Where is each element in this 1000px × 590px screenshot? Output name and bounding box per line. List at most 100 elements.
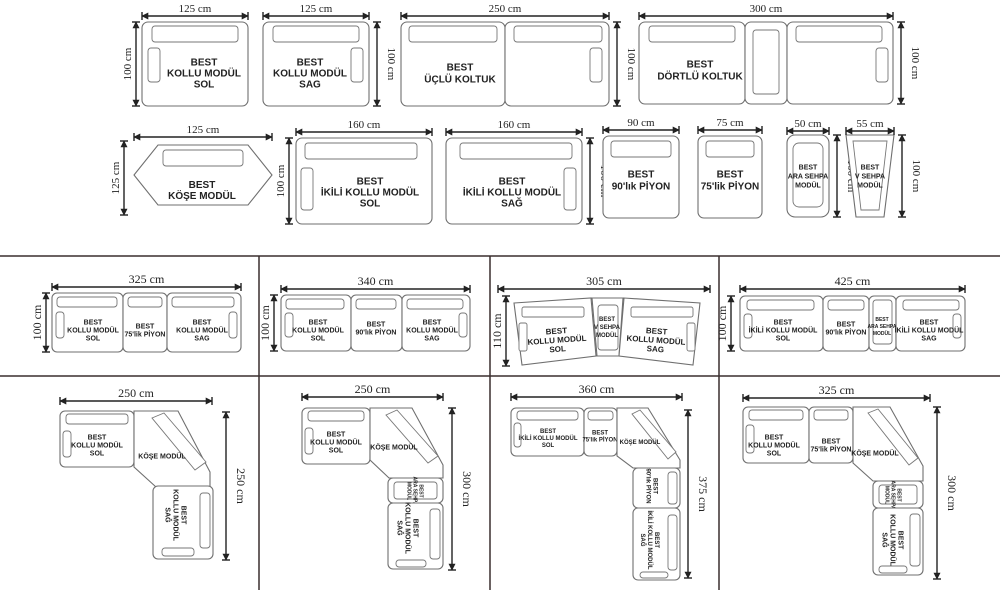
arm-cushion: [161, 547, 195, 557]
dim-c5-width-label: 250 cm: [118, 386, 154, 400]
back-cushion: [285, 298, 345, 310]
sehpa-top: [792, 142, 824, 208]
c4-part-line: BEST: [774, 319, 793, 326]
back-cushion: [171, 296, 235, 308]
dim-c6-height-label: 300 cm: [460, 471, 474, 507]
dim-ara-sehpa-width-label: 50 cm: [794, 118, 822, 130]
arm-cushion: [300, 167, 314, 211]
c4-part-line: İKİLİ KOLLU MODÜL: [895, 325, 965, 334]
arm-cushion: [62, 430, 72, 458]
ara-sehpa-label-line: ARA SEHPA: [788, 173, 828, 180]
dim-kollu-sag-width: 125 cm: [262, 3, 370, 20]
arm-cushion: [639, 571, 669, 579]
dim-kose-depth-label: 125 cm: [110, 161, 122, 194]
c2-part-line: 90'lık PİYON: [356, 328, 397, 336]
c2-part-line: SAG: [424, 335, 440, 342]
c5-part-line: KOLLU MODÜL: [172, 489, 181, 541]
arm-cushion: [284, 312, 294, 338]
ikili-sag-label-line: İKİLİ KOLLU MODÜL: [463, 186, 561, 199]
dim-v-sehpa-width: 55 cm: [845, 118, 895, 135]
arm-cushion: [875, 47, 889, 83]
c6-part-line: ARA SEHPA: [411, 477, 417, 506]
back-cushion: [610, 140, 672, 158]
v-sehpa-top: [852, 140, 888, 211]
c1-part-line: 75'lik PİYON: [125, 330, 166, 338]
dim-c6-width: 250 cm: [301, 382, 444, 401]
c1-part-line: SAG: [194, 335, 210, 342]
arm-cushion: [589, 47, 603, 83]
c1-part-line: KOLLU MODÜL: [176, 325, 228, 334]
arm-cushion: [350, 47, 364, 83]
ara-sehpa-label-line: MODÜL: [795, 180, 821, 189]
c8-part-line: BEST: [895, 488, 901, 501]
c3-part-line: BEST: [545, 326, 567, 336]
c6-part-line: BEST: [327, 431, 346, 438]
dim-kollu-sag-depth-label: 100 cm: [385, 48, 397, 81]
kollu-sol-label-line: BEST: [191, 58, 218, 69]
dim-c3-width: 305 cm: [497, 274, 711, 293]
dim-c7-width: 360 cm: [510, 382, 683, 401]
c2-part-line: BEST: [423, 319, 442, 326]
c8-kose-module: [852, 406, 924, 482]
ikili-sol-label-line: İKİLİ KOLLU MODÜL: [321, 186, 419, 199]
c4-part-line: 90'lık PİYON: [826, 328, 867, 336]
c8-part-line: KOLLU MODÜL: [748, 440, 800, 449]
dim-kollu-sol-width: 125 cm: [141, 3, 249, 20]
dim-ikili-sol-depth: 100 cm: [275, 137, 293, 225]
c8-part-line: ARA SEHPA: [889, 481, 895, 510]
c6-kose-module: [369, 407, 444, 479]
dim-uclu-depth: 100 cm: [613, 21, 637, 107]
c8-part-line: BEST: [765, 434, 784, 441]
piyon90-label-line: 90'lık PİYON: [612, 180, 671, 193]
dim-dortlu-depth-label: 100 cm: [909, 47, 921, 80]
c8-part-line: KOLLU MODÜL: [889, 514, 898, 566]
back-cushion: [355, 298, 397, 310]
c4-part-line: BEST: [920, 319, 939, 326]
dim-c7-height-label: 375 cm: [696, 476, 710, 512]
arm-cushion: [304, 427, 314, 455]
dim-kollu-sag-width-label: 125 cm: [300, 3, 333, 15]
c6-part-line: SOL: [329, 447, 344, 454]
c5-part-line: SOL: [90, 450, 105, 457]
c3-part-line: SOL: [549, 344, 566, 354]
dim-c4-depth-label: 100 cm: [715, 305, 729, 341]
piyon90-label-line: BEST: [628, 170, 655, 181]
back-cushion: [648, 25, 736, 43]
c2-part-line: KOLLU MODÜL: [406, 325, 458, 334]
dim-v-sehpa-depth-label: 100 cm: [910, 160, 922, 193]
back-cushion: [162, 149, 244, 167]
dim-uclu-depth-label: 100 cm: [625, 48, 637, 81]
back-cushion: [516, 410, 579, 421]
dim-ikili-sol-depth-label: 100 cm: [275, 164, 287, 197]
back-cushion: [272, 25, 360, 43]
c4-part-line: BEST: [875, 317, 888, 323]
back-cushion: [909, 513, 921, 567]
arm-cushion: [458, 312, 468, 338]
c7-part-line: BEST: [651, 478, 657, 494]
back-cushion: [795, 25, 883, 43]
c5-part-line: BEST: [180, 506, 187, 525]
dim-ara-sehpa-width: 50 cm: [786, 118, 830, 135]
arm-cushion: [952, 313, 962, 339]
ikili-sol-module: [295, 137, 433, 225]
dim-v-sehpa-width-label: 55 cm: [856, 118, 884, 130]
c8-part-line: BEST: [897, 531, 904, 550]
c4-part-line: SOL: [776, 335, 791, 342]
